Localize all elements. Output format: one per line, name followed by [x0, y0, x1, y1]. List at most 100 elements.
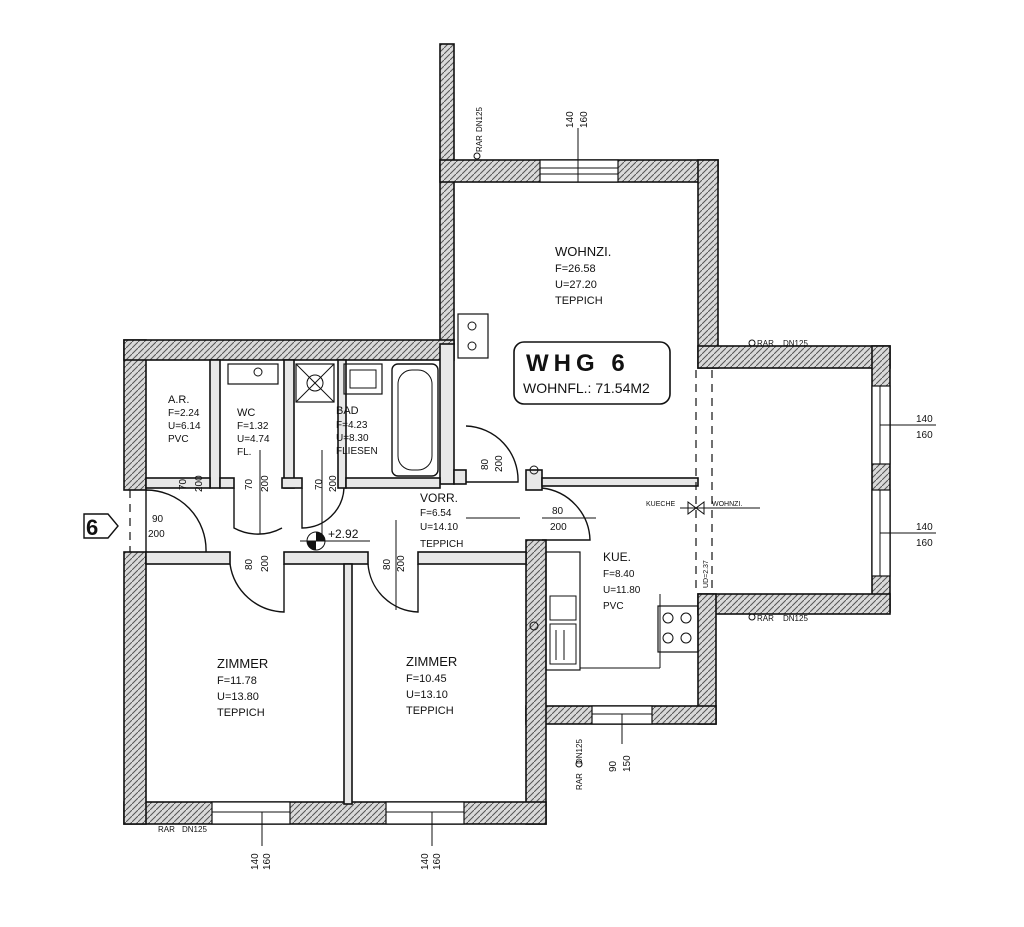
room-perimeter: U=4.74 [237, 434, 270, 445]
room-perimeter: U=11.80 [603, 585, 641, 596]
room-name: A.R. [168, 394, 189, 406]
dimension-numbers: 140 160 140 160 140 160 140 160 140 160 … [148, 111, 933, 870]
dim-label: 200 [494, 455, 505, 472]
dim-label: 200 [194, 475, 205, 492]
room-perimeter: U=8.30 [336, 433, 369, 444]
dim-label: 70 [244, 478, 255, 490]
divider-left-label: KUECHE [646, 501, 676, 508]
entrance-number: 6 [86, 515, 98, 540]
dim-label: 70 [178, 478, 189, 490]
dim-label: 160 [916, 430, 933, 441]
room-floor: FL. [237, 447, 251, 458]
bathtub [391, 363, 439, 477]
dim-label: 150 [622, 755, 633, 772]
room-name: WOHNZI. [555, 244, 611, 259]
dim-label: 140 [916, 522, 933, 533]
room-bad: BAD F=4.23 U=8.30 FLIESEN [336, 405, 378, 457]
room-area: F=8.40 [603, 569, 635, 580]
rar-label: RAR [475, 135, 484, 152]
room-area: F=26.58 [555, 263, 596, 275]
dim-label: 200 [260, 475, 271, 492]
dim-label: 200 [550, 522, 567, 533]
room-name: BAD [336, 405, 359, 417]
entrance-marker: 6 [83, 513, 119, 540]
dim-label: 80 [480, 458, 491, 470]
room-vorr: VORR. F=6.54 U=14.10 TEPPICH [420, 491, 463, 550]
room-area: F=4.23 [336, 420, 368, 431]
dim-label: 140 [420, 853, 431, 870]
dim-label: 160 [916, 538, 933, 549]
dim-label: 80 [552, 506, 564, 517]
washbasin [343, 363, 383, 395]
stove [657, 605, 699, 653]
dn-label: DN125 [475, 107, 484, 132]
room-floor: PVC [603, 601, 624, 612]
room-area: F=6.54 [420, 508, 452, 519]
dim-label: 140 [250, 853, 261, 870]
level-marker: +2.92 [328, 527, 359, 541]
dim-label: 70 [314, 478, 325, 490]
dim-label: 140 [916, 414, 933, 425]
dim-label: 90 [608, 760, 619, 772]
interior-walls [145, 343, 699, 805]
sink [549, 595, 577, 621]
room-floor: TEPPICH [555, 295, 603, 307]
dim-label: 140 [565, 111, 576, 128]
dim-label: 160 [432, 853, 443, 870]
room-floor: TEPPICH [420, 539, 463, 550]
dim-label: 160 [262, 853, 273, 870]
room-area: F=10.45 [406, 673, 447, 685]
dim-label: 200 [396, 555, 407, 572]
room-perimeter: U=13.80 [217, 691, 259, 703]
dim-label: 90 [152, 514, 164, 525]
kitchen-counter [545, 551, 581, 671]
room-kue: KUE. F=8.40 U=11.80 PVC [603, 550, 641, 612]
room-floor: PVC [168, 434, 189, 445]
rar-label: RAR [757, 339, 774, 348]
room-zimmer-2: ZIMMER F=10.45 U=13.10 TEPPICH [406, 654, 457, 717]
room-perimeter: U=27.20 [555, 279, 597, 291]
rar-labels: RAR DN125 RAR DN125 RAR DN125 RAR DN125 … [158, 107, 808, 834]
dim-label: 200 [148, 529, 165, 540]
rar-label: RAR [158, 825, 175, 834]
dn-label: DN125 [783, 614, 808, 623]
dn-label: DN125 [182, 825, 207, 834]
dimension-lines [259, 128, 936, 846]
unit-area: WOHNFL.: 71.54M2 [523, 380, 650, 396]
room-area: F=2.24 [168, 408, 200, 419]
dim-label: 160 [579, 111, 590, 128]
room-ar: A.R. F=2.24 U=6.14 PVC [168, 394, 201, 445]
shaft-box [457, 313, 489, 359]
room-floor: FLIESEN [336, 446, 378, 457]
dn-label: DN125 [783, 339, 808, 348]
dim-label: 80 [382, 558, 393, 570]
unit-title: WHG 6 [526, 350, 630, 377]
room-wc: WC F=1.32 U=4.74 FL. [237, 407, 270, 458]
wc-fixture [227, 363, 279, 385]
shower-tray [295, 363, 335, 403]
room-name: WC [237, 407, 255, 419]
room-floor: TEPPICH [406, 705, 454, 717]
room-wohnzi: WOHNZI. F=26.58 U=27.20 TEPPICH [555, 244, 611, 307]
room-floor: TEPPICH [217, 707, 265, 719]
door-swings [145, 425, 591, 613]
room-perimeter: U=13.10 [406, 689, 448, 701]
dim-label: 80 [244, 558, 255, 570]
rar-label: RAR [575, 773, 584, 790]
room-name: VORR. [420, 491, 458, 505]
room-perimeter: U=6.14 [168, 421, 201, 432]
dn-label: DN125 [575, 739, 584, 764]
ud-label: UD=2.37 [703, 560, 710, 588]
room-name: ZIMMER [217, 656, 268, 671]
fixtures [227, 313, 699, 671]
unit-label-box: WHG 6 WOHNFL.: 71.54M2 [513, 341, 671, 405]
dim-label: 200 [260, 555, 271, 572]
room-name: KUE. [603, 550, 631, 564]
rar-label: RAR [757, 614, 774, 623]
room-area: F=11.78 [217, 675, 257, 687]
dashed-lines [129, 370, 713, 592]
room-perimeter: U=14.10 [420, 522, 459, 533]
room-area: F=1.32 [237, 421, 269, 432]
divider-right-label: WOHNZI. [712, 501, 742, 508]
